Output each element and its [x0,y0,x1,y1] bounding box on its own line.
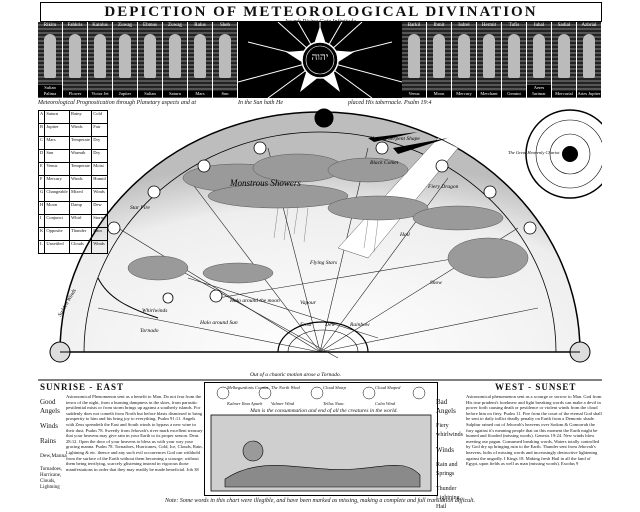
center-label: Melkegurdonis Cornus [227,385,269,390]
label-horned-serpent: Horned Serpent Shape [370,136,420,142]
label-flying-stars: Flying Stars [310,260,338,266]
label-right-winds: Winds [436,446,454,454]
label-out-of-whirlwind: Out of a chaotic motion arose a Tornado. [250,372,341,378]
label-vapour: Vapour [300,300,316,306]
center-panel: Melkegurdonis Cornus The North Wind Clou… [204,382,438,496]
center-label: Calm Wind [375,401,396,406]
center-label: Tellus Nunc [323,401,345,406]
center-label: Cloud Sharp [323,385,346,390]
band-mid-text: In the Sun hath He [238,100,283,106]
left-paragraph: Astronomical Phenomenon sent as a benefi… [66,394,203,472]
left-labels: Good Angels Winds Rains Dew,Manna Tornad… [40,398,67,491]
label-great-heavenly-chariot: The Great Heavenly Chariot [508,150,560,155]
label-dew-manna: Dew,Manna [40,453,67,459]
label-snow: Snow [430,280,442,286]
reclining-figure-icon [205,383,437,495]
center-label: Kalmer Ilma Apaeh [227,401,263,406]
label-halo: Halo around the moon [230,298,280,304]
sun-rays-icon [237,21,403,99]
label-fiery-whirlwinds: Fiery whirlwinds [436,423,463,438]
sky-dome [38,108,602,382]
label-rains: Rains [40,437,56,445]
label-bad-angels: Bad Angels [436,398,456,415]
label-black-comet: Black Comet [370,160,399,166]
label-whirlwinds: Whirlwinds [142,308,168,314]
label-hail: Hail [400,232,410,238]
page-title: DEPICTION OF METEOROLOGICAL DIVINATION [40,2,602,22]
label-tornadoes: Tornadoes, Hurricane, Clouds, Lightning [40,467,63,490]
label-winds: Winds [40,422,58,430]
band-right-text: placed His tabernacle. Psalm 19:4 [348,100,432,106]
label-good-angels: Good Angels [40,398,60,415]
center-label: Cloud Shaped [375,385,401,390]
footnote: Note: Some words in this chart were ille… [164,498,476,504]
sun-emblem: יהוה [237,21,403,99]
label-star-fire: Star Fire [130,205,150,211]
sunset-heading: WEST - SUNSET [495,382,577,392]
label-tornado: Tornado [140,328,159,334]
label-thunder: Thunder Lightning Hail [436,486,460,510]
right-paragraph: Astronomical phenomenon sent as a scourg… [466,394,602,467]
label-rainbow: Rainbow [350,322,370,328]
center-banner: Man is the consummation and end of all t… [250,408,398,414]
sunrise-heading: SUNRISE - EAST [40,382,125,392]
label-halo-sun: Halo around Sun [200,320,238,326]
band-left-text: Meteorological Prognostication through P… [38,100,196,106]
label-monstrous-showers: Monstrous Showers [230,178,301,188]
label-dew: Dew [325,322,336,328]
center-label: The North Wind [271,385,300,390]
label-fiery-dragon: Fiery Dragon [428,184,459,190]
label-rain-springs: Rain and Springs [436,462,458,477]
center-label: Valmer Wind [271,401,295,406]
right-labels: Bad Angels Fiery whirlwinds Winds Rain a… [436,398,466,512]
label-frost: Frost [300,322,312,328]
divine-name: יהוה [311,52,329,63]
